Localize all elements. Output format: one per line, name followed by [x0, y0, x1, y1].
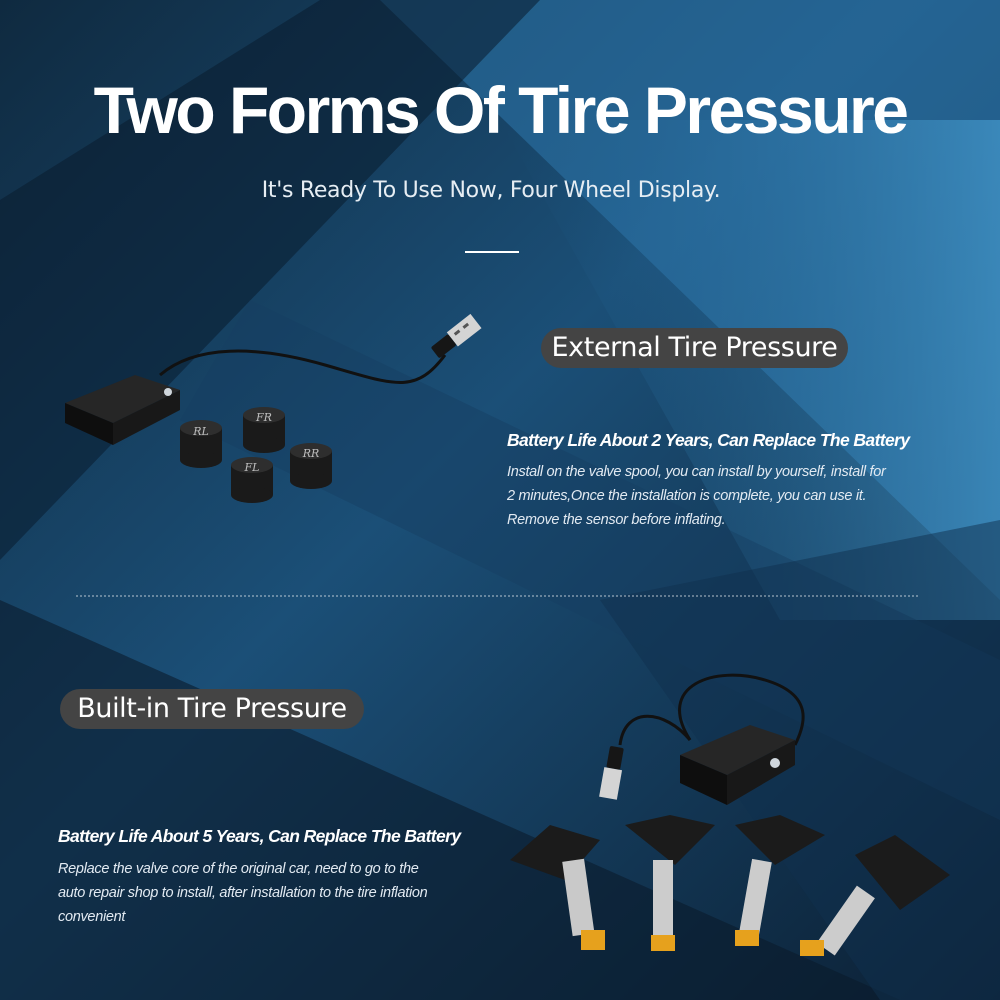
sensor-cap-rr: RR — [290, 443, 332, 489]
external-description-line: Remove the sensor before inflating. — [507, 512, 726, 528]
page-subtitle: It's Ready To Use Now, Four Wheel Displa… — [261, 178, 721, 203]
builtin-tire-pressure-label: Built-in Tire Pressure — [60, 689, 364, 729]
sensor-cap-rl: RL — [180, 420, 222, 468]
svg-text:FL: FL — [244, 461, 260, 474]
external-tire-pressure-label: External Tire Pressure — [541, 328, 848, 368]
page-title: Two Forms Of Tire Pressure — [93, 73, 909, 147]
valve-sensor-1 — [510, 825, 605, 950]
external-description-line: Install on the valve spool, you can inst… — [507, 464, 886, 480]
sensor-cap-fr: FR — [243, 407, 285, 453]
builtin-description-line: Replace the valve core of the original c… — [58, 861, 419, 877]
external-description-line: 2 minutes,Once the installation is compl… — [507, 488, 867, 504]
svg-text:RL: RL — [192, 425, 209, 438]
svg-text:FR: FR — [255, 411, 272, 424]
valve-sensor-4 — [800, 835, 950, 956]
section-divider — [76, 595, 918, 597]
external-battery-heading: Battery Life About 2 Years, Can Replace … — [507, 430, 910, 450]
builtin-description: Replace the valve core of the original c… — [58, 857, 428, 929]
builtin-description-line: auto repair shop to install, after insta… — [58, 885, 428, 901]
external-description: Install on the valve spool, you can inst… — [507, 460, 886, 532]
title-divider — [465, 251, 519, 253]
builtin-battery-heading: Battery Life About 5 Years, Can Replace … — [58, 826, 461, 846]
builtin-description-line: convenient — [58, 909, 126, 925]
builtin-sensor-kit-image — [510, 673, 950, 956]
valve-sensor-2 — [625, 815, 715, 951]
sensor-cap-fl: FL — [231, 457, 273, 503]
valve-sensor-3 — [735, 815, 825, 946]
external-sensor-kit-image: RL FR FL RR — [65, 313, 482, 503]
svg-text:RR: RR — [302, 447, 320, 460]
